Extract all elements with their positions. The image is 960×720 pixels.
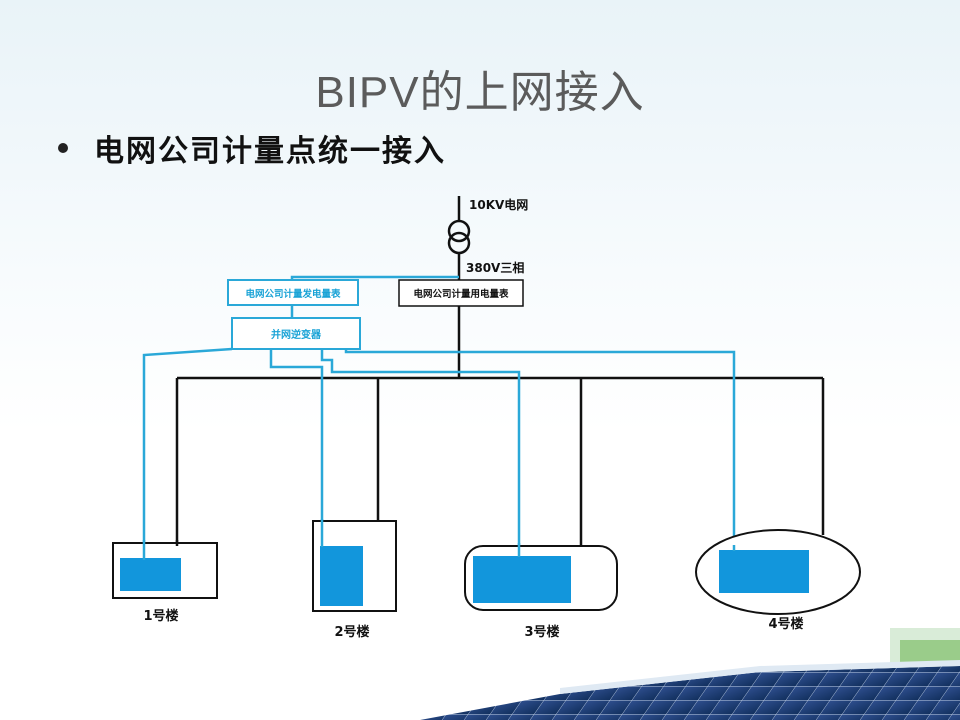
consumption-meter-label: 电网公司计量用电量表 xyxy=(413,288,509,300)
bullet-item: 电网公司计量点统一接入 xyxy=(58,126,446,170)
building-3 xyxy=(464,543,618,611)
building-1-label: 1号楼 xyxy=(143,608,178,624)
grid-label: 10KV电网 xyxy=(469,197,528,212)
bullet-dot-icon xyxy=(58,143,68,153)
building-3-label: 3号楼 xyxy=(524,624,559,640)
phase-label: 380V三相 xyxy=(466,260,524,275)
generation-meter-label: 电网公司计量发电量表 xyxy=(245,288,341,300)
inverter-label: 并网逆变器 xyxy=(271,328,322,341)
solar-panel-decoration xyxy=(420,628,960,720)
building-2 xyxy=(312,519,397,612)
consumption-meter-box xyxy=(398,279,524,307)
transformer-icon xyxy=(447,196,471,277)
building-4-label: 4号楼 xyxy=(768,616,803,632)
building-2-label: 2号楼 xyxy=(334,624,369,640)
building-1 xyxy=(112,540,218,599)
slide-title: BIPV的上网接入 xyxy=(315,68,645,117)
inverter-box xyxy=(231,317,361,350)
generation-meter-box xyxy=(227,279,359,306)
bullet-text: 电网公司计量点统一接入 xyxy=(94,134,446,169)
pv-wiring xyxy=(142,275,736,560)
building-4 xyxy=(695,529,861,615)
